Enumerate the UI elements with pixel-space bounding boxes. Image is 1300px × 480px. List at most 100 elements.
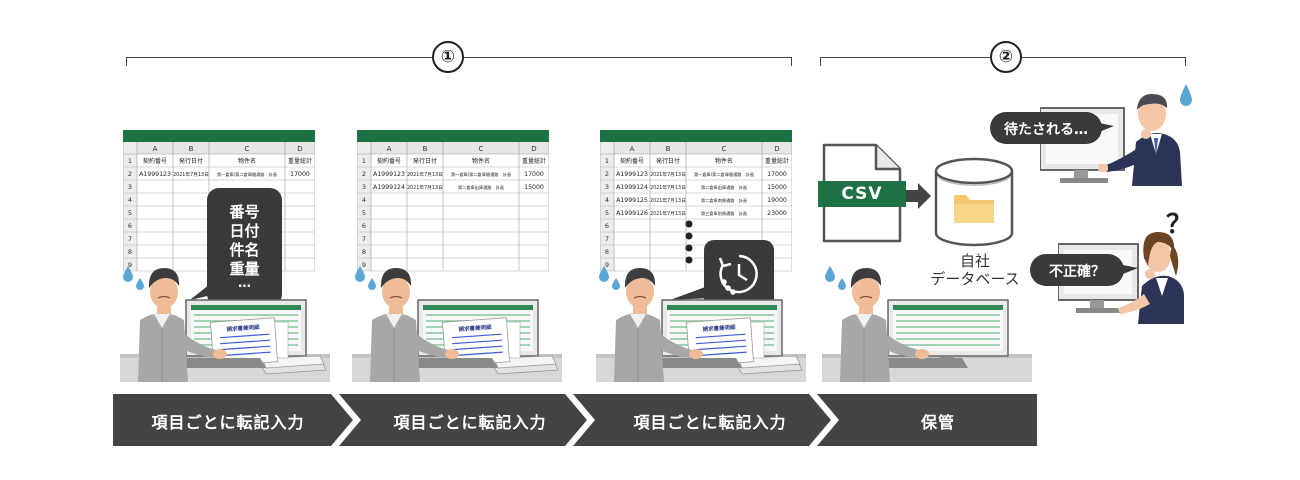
clock-bubble — [670, 240, 774, 308]
step-label-1: 項目ごとに転記入力 — [151, 413, 305, 432]
bubble-field-1: 日付 — [229, 222, 260, 240]
row-number: 8 — [128, 248, 132, 256]
row-number: 6 — [128, 222, 132, 230]
worker-scene-2: 請求書兼明細 — [352, 266, 562, 382]
data-cell: 17000 — [524, 171, 544, 178]
data-cell: 2021年7月13日 — [407, 184, 443, 191]
csv-label: CSV — [841, 184, 883, 204]
row-number: 6 — [362, 222, 366, 230]
worker — [614, 268, 703, 382]
marker-2: ② — [990, 41, 1022, 73]
inaccurate-bubble-text: 不正確？ — [1049, 264, 1105, 280]
data-cell: A1999126 — [616, 210, 648, 217]
ellipsis-dots — [685, 220, 693, 264]
column-letter: D — [297, 145, 302, 153]
step-label-2: 項目ごとに転記入力 — [393, 413, 547, 432]
header-cell: 重量総計 — [765, 157, 789, 165]
step-label-4: 保管 — [920, 413, 955, 432]
worker-scene-4 — [822, 266, 1032, 382]
data-cell: 第一倉庫/第二倉庫間通路 計画 — [217, 171, 277, 178]
clock-icon — [718, 254, 758, 295]
sweat-drop-icon — [825, 266, 835, 282]
header-cell: 発行日付 — [179, 157, 203, 165]
row-number: 7 — [128, 235, 132, 243]
data-cell: A1999123 — [616, 171, 648, 178]
column-letter: C — [245, 145, 250, 153]
column-letter: D — [531, 145, 536, 153]
row-number: 5 — [605, 209, 609, 217]
keyboard — [180, 358, 266, 368]
row-number: 9 — [128, 261, 132, 269]
worker-scene-1: 請求書兼明細 — [120, 266, 330, 382]
data-cell: 第二倉庫出庫通路 計画 — [458, 184, 504, 191]
data-cell: 2021年7月13日 — [650, 197, 686, 204]
bubble-field-2: 件名 — [229, 241, 260, 259]
bubble-field-4: … — [238, 276, 251, 291]
data-cell: 19000 — [767, 197, 787, 204]
sweat-drop-icon — [355, 266, 365, 282]
column-letter: A — [387, 145, 392, 153]
header-cell: 物件名 — [238, 157, 256, 165]
data-cell: 第一倉庫/第二倉庫間通路 計画 — [694, 171, 754, 178]
database-label-line2: データベース — [930, 270, 1020, 288]
data-cell: 2021年7月13日 — [650, 210, 686, 217]
row-number: 2 — [605, 170, 609, 178]
data-cell: 2021年7月13日 — [650, 184, 686, 191]
column-letter: D — [774, 145, 779, 153]
data-cell: A1999125 — [616, 197, 648, 204]
column-letter: B — [423, 145, 428, 153]
row-number: 1 — [128, 157, 132, 165]
row-number: 5 — [362, 209, 366, 217]
row-number: 4 — [362, 196, 366, 204]
data-cell: 第三倉庫前側通路 計画 — [701, 210, 747, 217]
header-cell: 物件名 — [472, 157, 490, 165]
sweat-drop-icon — [123, 266, 133, 282]
header-cell: 重量総計 — [288, 157, 312, 165]
column-letter: C — [479, 145, 484, 153]
waiting-bubble: 待たされる… — [990, 112, 1114, 144]
invoice-document: 請求書兼明細 — [686, 317, 754, 367]
column-letter: B — [666, 145, 671, 153]
keyboard — [656, 358, 742, 368]
waiting-bubble-text: 待たされる… — [1004, 122, 1088, 138]
marker-1: ① — [432, 41, 464, 73]
row-number: 8 — [362, 248, 366, 256]
row-number: 4 — [128, 196, 132, 204]
sweat-drop-icon — [599, 266, 609, 282]
data-cell: 17000 — [767, 171, 787, 178]
row-number: 3 — [362, 183, 366, 191]
column-letter: A — [630, 145, 635, 153]
worker-scene-3: 請求書兼明細 — [596, 266, 806, 382]
worker — [840, 268, 929, 382]
worker — [138, 268, 227, 382]
sweat-drop-icon — [838, 278, 846, 290]
column-letter: C — [722, 145, 727, 153]
inaccurate-bubble: 不正確？ — [1030, 254, 1140, 286]
header-cell: 重量総計 — [522, 157, 546, 165]
arrow-right-icon — [906, 183, 931, 209]
sweat-drop-icon — [368, 278, 376, 290]
sweat-drop-icon — [1180, 84, 1192, 106]
row-number: 3 — [605, 183, 609, 191]
database-label-line1: 自社 — [959, 252, 990, 270]
header-cell: 発行日付 — [656, 157, 680, 165]
sweat-drop-icon — [612, 278, 620, 290]
invoice-document: 請求書兼明細 — [210, 317, 278, 367]
database-icon — [934, 157, 1014, 247]
document-title: 請求書兼明細 — [702, 323, 736, 333]
document-title: 請求書兼明細 — [226, 323, 260, 333]
header-cell: 物件名 — [715, 157, 733, 165]
row-number: 2 — [128, 170, 132, 178]
row-number: 4 — [605, 196, 609, 204]
row-number: 9 — [362, 261, 366, 269]
step-label-3: 項目ごとに転記入力 — [633, 413, 787, 432]
data-cell: A1999124 — [616, 184, 648, 191]
question-mark-icon: ？ — [1166, 210, 1193, 240]
row-number: 5 — [128, 209, 132, 217]
keyboard — [412, 358, 498, 368]
worker — [370, 268, 459, 382]
header-cell: 契約番号 — [143, 157, 167, 165]
data-cell: 2021年7月13日 — [650, 171, 686, 178]
data-cell: 第二倉庫南側通路 計画 — [701, 197, 747, 204]
